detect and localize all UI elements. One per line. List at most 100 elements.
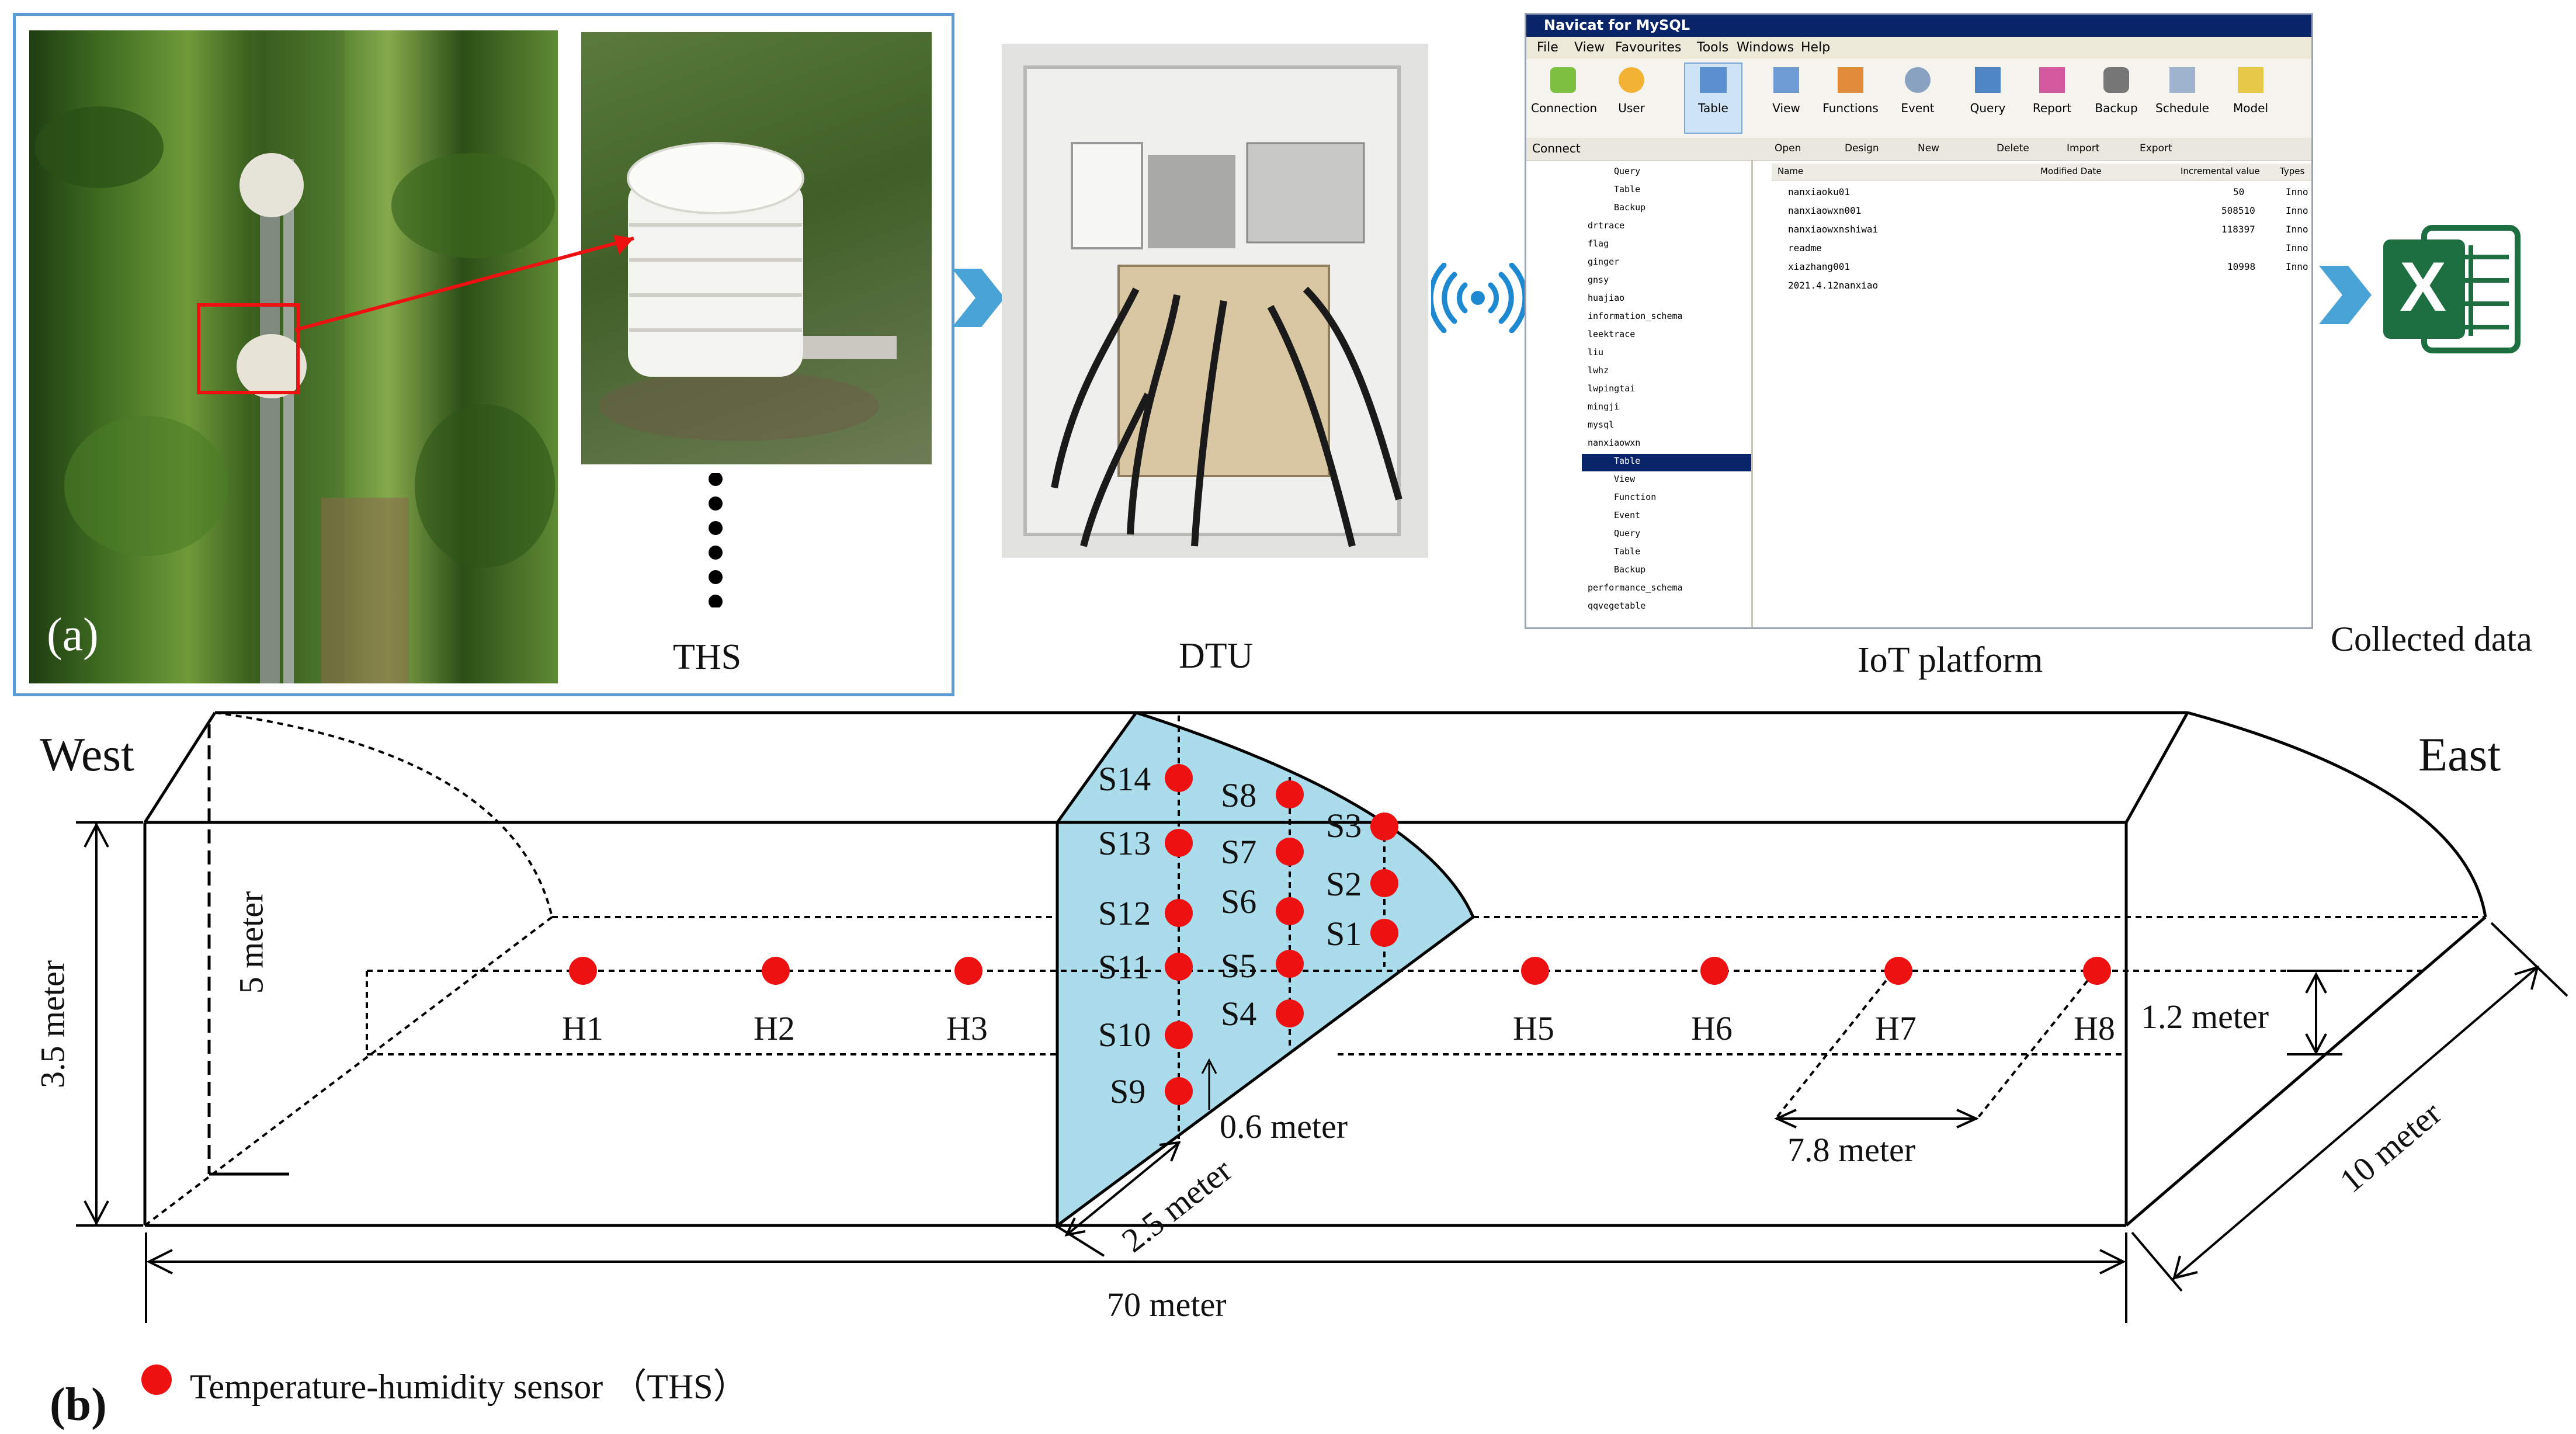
col-modified[interactable]: Modified Date (2040, 166, 2102, 176)
table-list: nanxiaoku01 50 Inno nanxiaowxn001 508510… (1772, 184, 2311, 324)
tree-item[interactable]: gnsy (1588, 275, 1609, 285)
subtoolbar-open[interactable]: Open (1775, 143, 1801, 154)
tree-item[interactable]: lwpingtai (1588, 383, 1636, 394)
row-type: Inno (2286, 242, 2308, 254)
tree-item[interactable]: Function (1614, 492, 1657, 502)
menu-file[interactable]: File (1537, 40, 1558, 55)
col-types[interactable]: Types (2280, 166, 2305, 176)
tree-item[interactable]: flag (1588, 238, 1609, 249)
tree-item[interactable]: Query (1614, 166, 1641, 176)
tree-item[interactable]: Table (1614, 546, 1641, 557)
table-header-row: Name Modified Date Incremental value Typ… (1772, 164, 2311, 180)
sensor-s14 (1165, 764, 1193, 792)
tree-item[interactable]: View (1614, 474, 1636, 484)
table-row[interactable]: 2021.4.12nanxiao (1772, 277, 2311, 296)
toolbar-query[interactable]: Query (1961, 67, 2014, 131)
tree-item[interactable]: qqvegetable (1588, 600, 1646, 611)
row-inc: 10998 (2227, 261, 2256, 272)
tree-item[interactable]: performance_schema (1588, 582, 1683, 593)
ths-pointer-arrowhead (613, 235, 634, 255)
view-icon (1773, 67, 1799, 93)
tree-item[interactable]: Backup (1614, 202, 1646, 213)
toolbar-label: View (1772, 101, 1800, 115)
table-row[interactable]: nanxiaowxn001 508510 Inno (1772, 203, 2311, 221)
toolbar-label: Event (1901, 101, 1935, 115)
s-label-s14: S14 (1098, 760, 1151, 798)
toolbar-view[interactable]: View (1760, 67, 1813, 131)
tree-item[interactable]: Event (1614, 510, 1641, 520)
row-type: Inno (2286, 186, 2308, 197)
toolbar-functions[interactable]: Functions (1815, 67, 1886, 131)
dtu-caption: DTU (1179, 636, 1254, 676)
menu-help[interactable]: Help (1801, 40, 1831, 55)
h-label-h8: H8 (2074, 1009, 2115, 1047)
row-inc: 508510 (2221, 205, 2255, 216)
backup-icon (2103, 67, 2129, 93)
toolbar-model[interactable]: Model (2221, 67, 2280, 131)
toolbar-backup[interactable]: Backup (2087, 67, 2145, 131)
tree-item[interactable]: lwhz (1588, 365, 1609, 376)
sensor-s9 (1165, 1077, 1193, 1105)
toolbar-connection[interactable]: Connection (1531, 67, 1597, 131)
tree-item[interactable]: huajiao (1588, 293, 1625, 303)
toolbar-user[interactable]: User (1602, 67, 1661, 131)
schedule-icon (2169, 67, 2195, 93)
toolbar-label: Table (1698, 101, 1728, 115)
table-row[interactable]: nanxiaowxnshiwai 118397 Inno (1772, 221, 2311, 240)
tree-item[interactable]: ginger (1588, 256, 1620, 267)
tree-item[interactable]: mingji (1588, 401, 1620, 412)
col-incremental[interactable]: Incremental value (2181, 166, 2260, 176)
greenhouse-photo-scene (35, 30, 555, 683)
tree-item[interactable]: drtrace (1588, 220, 1625, 231)
tree-item[interactable]: Query (1614, 528, 1641, 539)
col-name[interactable]: Name (1777, 166, 1804, 176)
tree-item[interactable]: Table (1614, 184, 1641, 195)
sensor-height-dimension (2287, 970, 2342, 1055)
subtoolbar-export[interactable]: Export (2140, 143, 2172, 154)
toolbar-label: Report (2032, 101, 2072, 115)
tree-item[interactable]: Backup (1614, 564, 1646, 575)
east-label: East (2418, 728, 2501, 781)
toolbar-table[interactable]: Table (1685, 67, 1741, 131)
s-label-s5: S5 (1221, 947, 1257, 985)
sensor-s8 (1276, 780, 1304, 808)
sensor-h6 (1700, 957, 1728, 985)
tree-item[interactable]: leektrace (1588, 329, 1636, 339)
sensor-s12 (1165, 899, 1193, 927)
toolbar-event[interactable]: Event (1891, 67, 1944, 131)
table-row[interactable]: xiazhang001 10998 Inno (1772, 259, 2311, 277)
toolbar-schedule[interactable]: Schedule (2150, 67, 2214, 131)
subtoolbar-delete[interactable]: Delete (1997, 143, 2029, 154)
sensor-h8 (2083, 957, 2111, 985)
row-name: 2021.4.12nanxiao (1788, 280, 1879, 291)
toolbar-report[interactable]: Report (2026, 67, 2078, 131)
subtoolbar-new[interactable]: New (1918, 143, 1940, 154)
table-row[interactable]: readme Inno (1772, 240, 2311, 259)
s-sensors (1165, 764, 1398, 1105)
tree-item[interactable]: nanxiaowxn (1588, 438, 1641, 448)
tree-item[interactable]: information_schema (1588, 311, 1683, 321)
s-label-s4: S4 (1221, 995, 1257, 1033)
tree-item[interactable]: mysql (1588, 419, 1615, 430)
dtu-photo (1002, 44, 1428, 558)
tree-item[interactable]: liu (1588, 347, 1604, 357)
height-dimension (76, 821, 143, 1227)
h-label-h6: H6 (1691, 1009, 1733, 1047)
subtoolbar-design[interactable]: Design (1845, 143, 1879, 154)
sensor-s3 (1370, 813, 1398, 841)
menu-view[interactable]: View (1574, 40, 1605, 55)
row-name: readme (1788, 242, 1822, 254)
menu-favourites[interactable]: Favourites (1615, 40, 1682, 55)
sensor-s11 (1165, 953, 1193, 981)
subtoolbar-import[interactable]: Import (2067, 143, 2100, 154)
toolbar-label: Functions (1822, 101, 1879, 115)
tree-item-selected[interactable]: Table (1614, 456, 1641, 466)
connection-tree (1526, 160, 1753, 627)
table-row[interactable]: nanxiaoku01 50 Inno (1772, 184, 2311, 203)
vertical-spacing-label: 0.6 meter (1220, 1107, 1348, 1145)
menu-tools[interactable]: Tools (1697, 40, 1729, 55)
menu-windows[interactable]: Windows (1737, 40, 1794, 55)
connect-header: Connect (1526, 138, 1751, 161)
